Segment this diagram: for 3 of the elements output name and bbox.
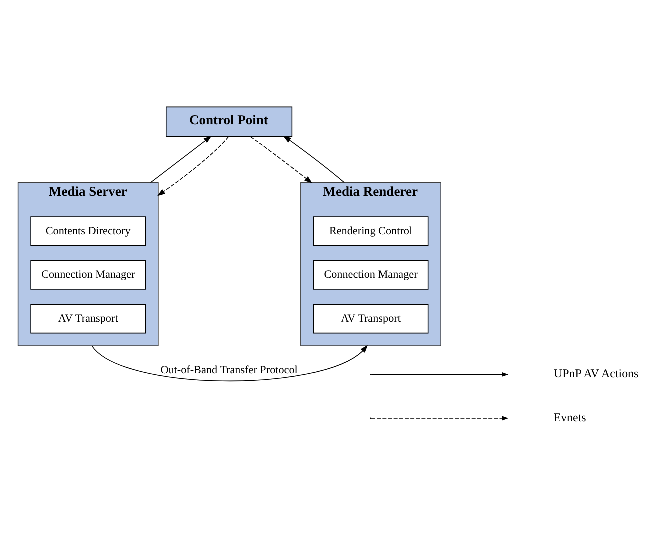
edge-label: Out-of-Band Transfer Protocol <box>160 364 298 376</box>
legend-label: Evnets <box>554 410 586 424</box>
legend-label: UPnP AV Actions <box>554 366 639 380</box>
